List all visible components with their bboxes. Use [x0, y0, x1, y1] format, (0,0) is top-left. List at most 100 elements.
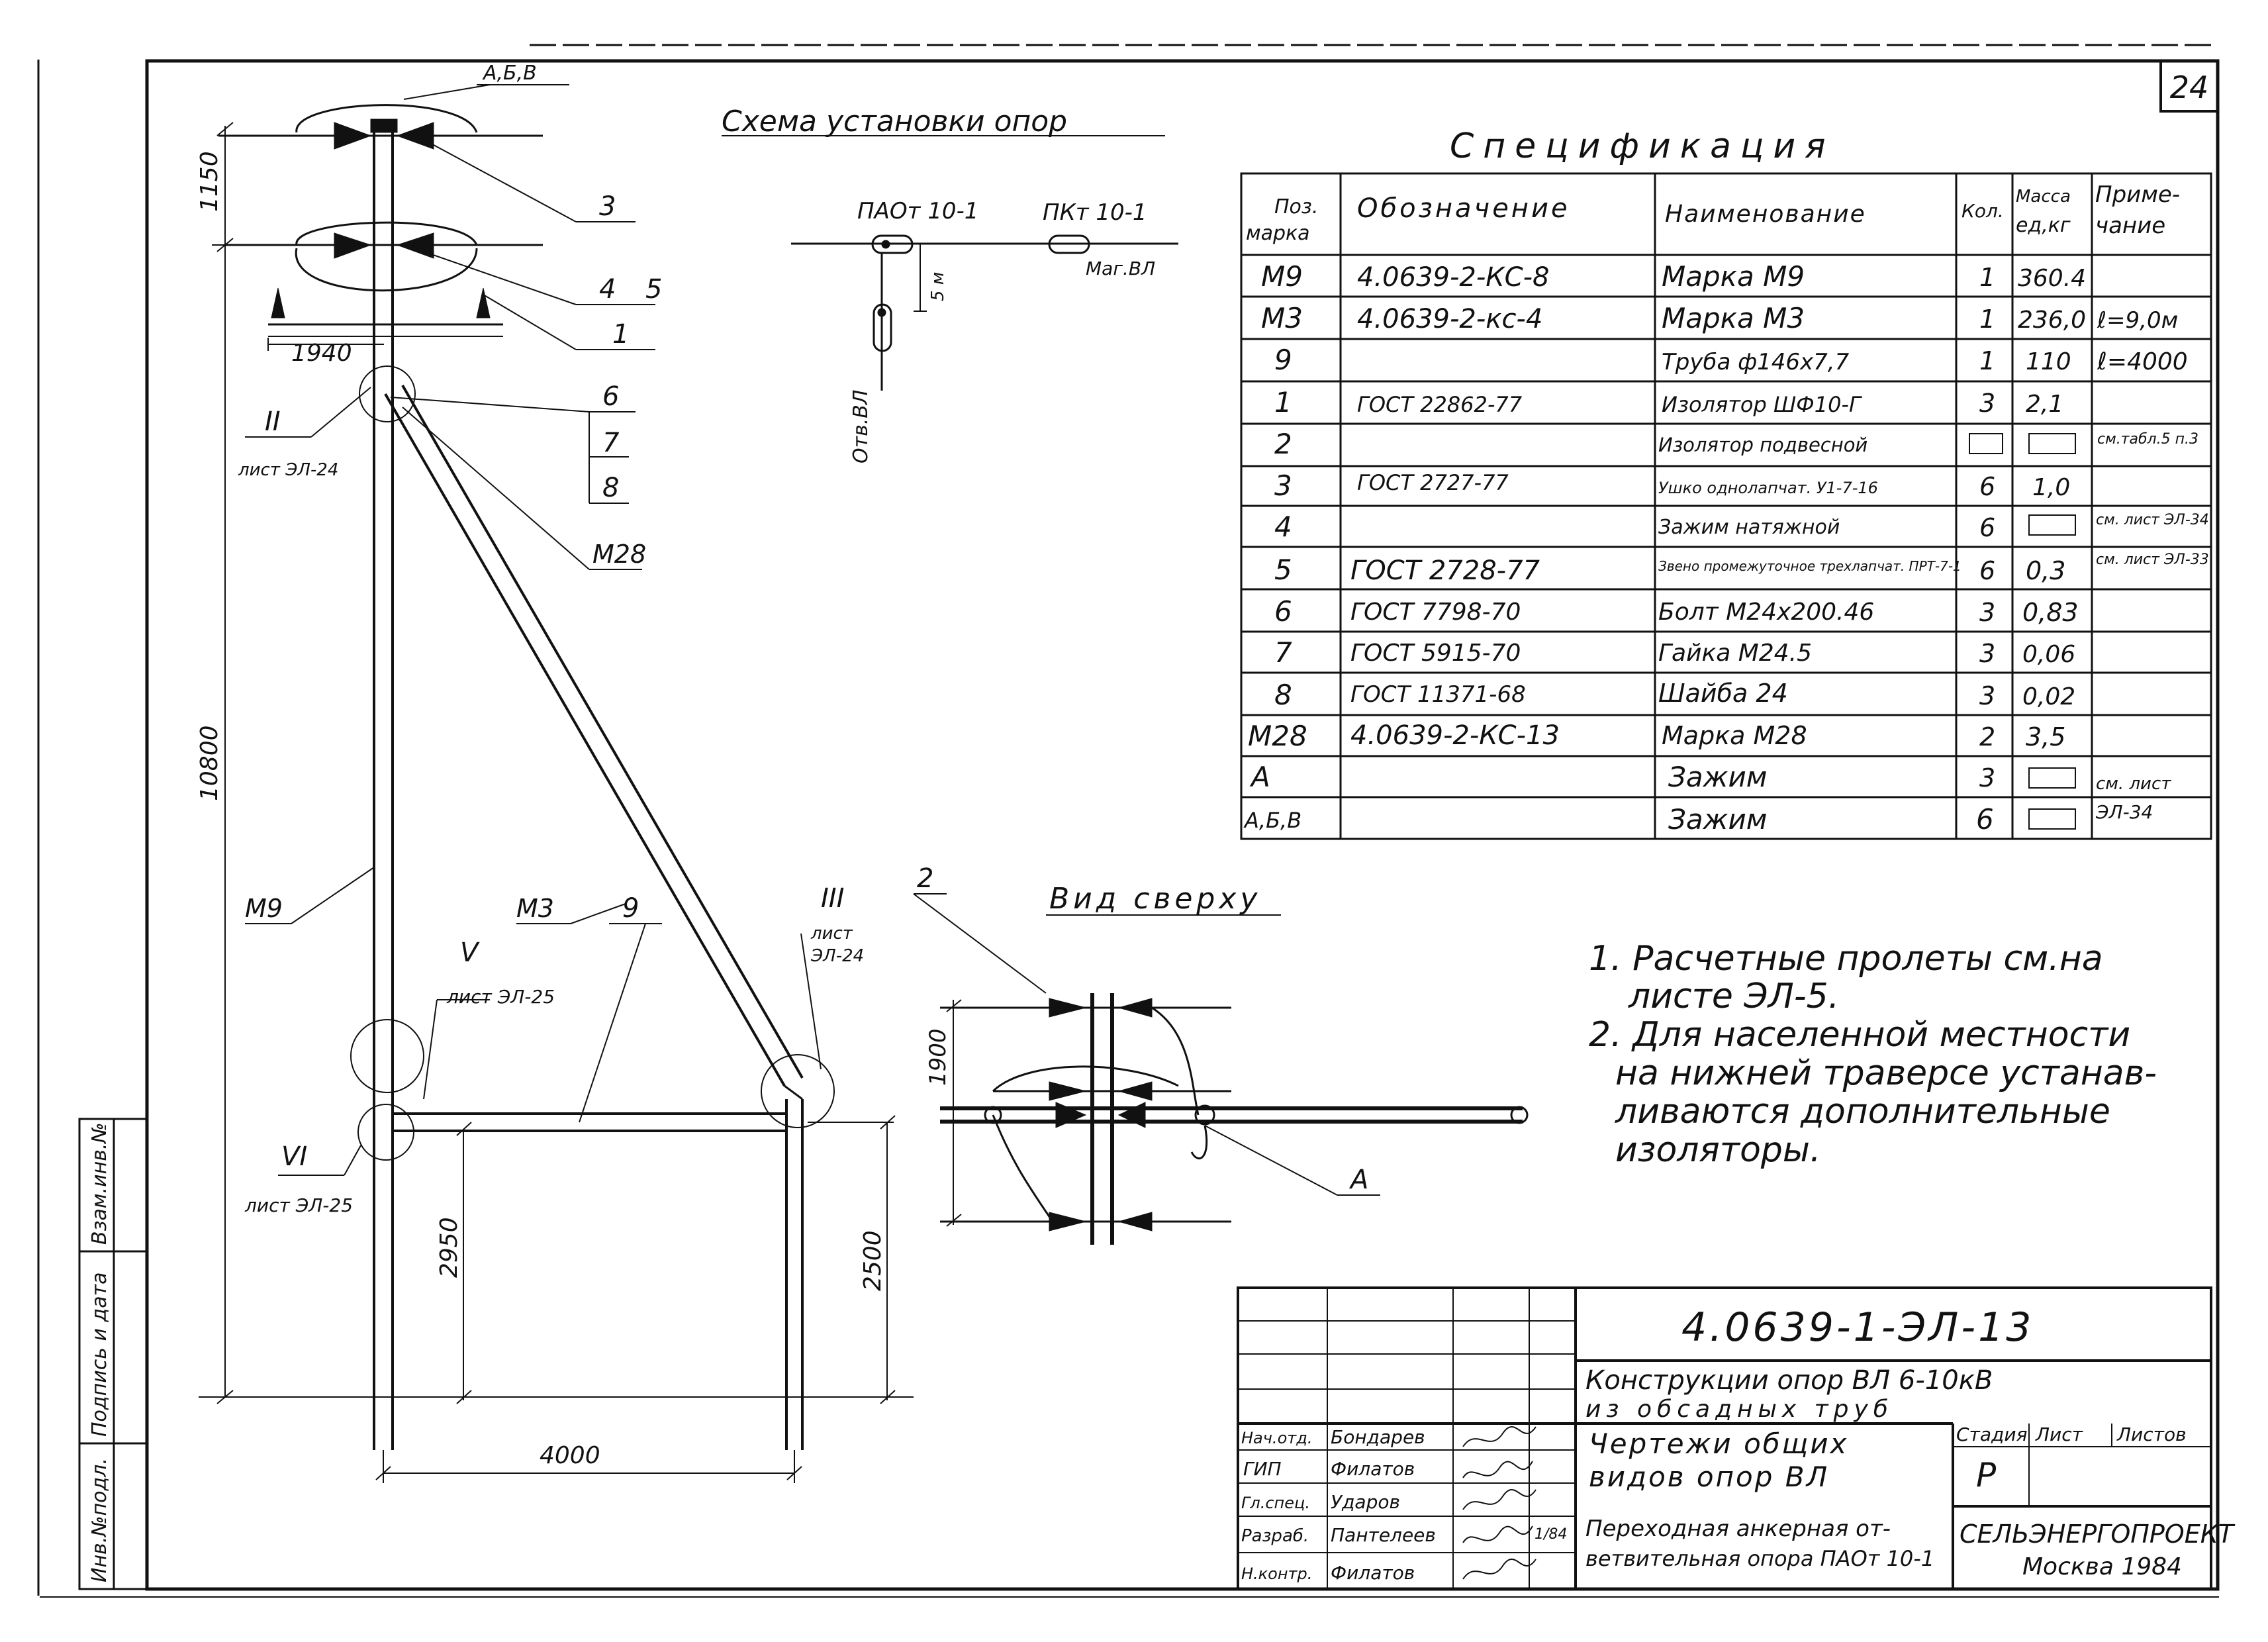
title-org: СЕЛЬЭНЕРГОПРОЕКТ	[1960, 1520, 2236, 1549]
spec-row-mass: 0,06	[2022, 641, 2075, 668]
sheet-frame: 24	[37, 44, 2220, 1598]
spec-row-qty: 3	[1979, 598, 1995, 627]
spec-row-note: см. лист ЭЛ-34	[2096, 512, 2209, 528]
spec-row-note: ЭЛ-34	[2095, 801, 2153, 823]
label-6: 6	[602, 381, 619, 412]
spec-row-des: 4.0639-2-КС-8	[1357, 262, 1550, 293]
spec-row-name: Изолятор ШФ10-Г	[1662, 392, 1862, 417]
spec-h-pos-b: марка	[1246, 222, 1310, 245]
spec-row-pos: 7	[1274, 636, 1292, 669]
spec-row-name: Зажим	[1668, 803, 1767, 836]
spec-row-qty: 3	[1979, 681, 1995, 710]
spec-row-note: см. лист	[2096, 774, 2171, 794]
spec-row-name: Марка М9	[1662, 260, 1805, 293]
scheme-mag-label: Маг.ВЛ	[1086, 258, 1155, 279]
spec-row-des: 4.0639-2-кс-4	[1357, 304, 1542, 334]
title-role: ГИП	[1243, 1458, 1282, 1480]
spec-row-note: ℓ=4000	[2097, 348, 2188, 375]
spec-row-des: ГОСТ 2728-77	[1350, 555, 1540, 586]
plan-label-a: А	[1348, 1165, 1368, 1195]
spec-h-note-a: Приме-	[2095, 181, 2180, 208]
spec-row-des: ГОСТ 22862-77	[1357, 392, 1523, 417]
plan-view: Вид сверху	[913, 863, 1529, 1245]
label-4: 4	[599, 274, 616, 305]
spec-row-des: ГОСТ 7798-70	[1350, 599, 1521, 626]
title-doc-a: Чертежи общих	[1589, 1427, 1848, 1460]
spec-row-mass: 236,0	[2018, 307, 2086, 334]
spec-row-qty: 6	[1979, 472, 1995, 501]
installation-scheme: Схема установки опор ПАОт 10-1 ПКт 10-1 …	[722, 105, 1178, 463]
node-6-label: VI	[281, 1141, 307, 1172]
spec-row-qty: 6	[1979, 513, 1995, 542]
label-1: 1	[612, 319, 629, 350]
spec-row-des: ГОСТ 5915-70	[1350, 640, 1521, 667]
node-3-sheet-a: лист	[810, 924, 853, 943]
spec-row-pos: 4	[1274, 510, 1292, 543]
label-5: 5	[645, 274, 662, 305]
title-list-header: Лист	[2035, 1424, 2083, 1445]
elevation-view: А,Б,В 3 4 5 1 6 7 8 М28 М9 М3 9 1150 194…	[196, 62, 914, 1483]
spec-row-qty: 6	[1979, 556, 1995, 585]
title-person: Филатов	[1331, 1458, 1415, 1480]
title-lists-header: Листов	[2116, 1424, 2187, 1445]
spec-row-mass: 0,3	[2026, 556, 2065, 585]
spec-row-pos: 8	[1274, 679, 1292, 711]
note-line: на нижней траверсе устанав-	[1615, 1053, 2157, 1093]
spec-row-qty: 6	[1976, 803, 1994, 836]
spec-row-qty: 3	[1979, 389, 1995, 418]
sheet-number: 24	[2170, 70, 2209, 105]
notes: 1. Расчетные пролеты см.на листе ЭЛ-5. 2…	[1589, 939, 2157, 1170]
spec-row-name: Зажим натяжной	[1658, 516, 1840, 539]
node-5-label: V	[460, 938, 480, 968]
label-9: 9	[622, 893, 639, 924]
note-line: 1. Расчетные пролеты см.на	[1589, 939, 2103, 979]
title-sheet-b: ветвительная опора ПАОт 10-1	[1585, 1546, 1934, 1571]
side-stamp: Инв.№подл. Подпись и дата Взам.инв.№	[78, 1118, 148, 1590]
spec-row-name: Звено промежуточное трехлапчат. ПРТ-7-1	[1658, 558, 1961, 574]
spec-row-qty: 3	[1979, 763, 1995, 793]
dim-2950: 2950	[436, 1217, 463, 1278]
spec-row-name: Марка М28	[1662, 721, 1807, 750]
spec-row-name: Ушко однолапчат. У1-7-16	[1658, 479, 1878, 497]
side-stamp-inv: Инв.№подл.	[88, 1458, 111, 1582]
spec-row-pos: 1	[1274, 386, 1292, 418]
spec-row-des: ГОСТ 2727-77	[1357, 470, 1509, 495]
spec-row-pos: 5	[1274, 554, 1292, 586]
spec-row-mass: 2,1	[2026, 391, 2063, 418]
spec-row-note: ℓ=9,0м	[2097, 307, 2178, 334]
spec-h-name: Наименование	[1665, 201, 1866, 228]
title-doc-b: видов опор ВЛ	[1589, 1461, 1829, 1493]
spec-row-mass: 110	[2026, 348, 2071, 375]
title-person: Ударов	[1331, 1491, 1400, 1513]
label-7: 7	[602, 428, 620, 458]
dim-2500: 2500	[859, 1230, 886, 1291]
title-role: Гл.спец.	[1241, 1494, 1310, 1512]
node-6-sheet: лист ЭЛ-25	[244, 1194, 353, 1216]
spec-row-name: Труба ф146х7,7	[1662, 349, 1850, 375]
title-role: Разраб.	[1241, 1526, 1309, 1546]
plan-dim-1900: 1900	[925, 1028, 951, 1086]
title-person: Бондарев	[1331, 1426, 1425, 1448]
dim-4000: 4000	[540, 1442, 600, 1469]
title-code: 4.0639-1-ЭЛ-13	[1681, 1304, 2034, 1351]
spec-h-mass-a: Масса	[2016, 187, 2071, 207]
plan-title: Вид сверху	[1049, 882, 1261, 916]
side-stamp-replace: Взам.инв.№	[88, 1122, 111, 1245]
spec-row-pos: М28	[1248, 720, 1307, 752]
spec-h-pos-a: Поз.	[1274, 195, 1318, 218]
title-role: Нач.отд.	[1241, 1429, 1312, 1447]
spec-row-name: Гайка М24.5	[1658, 640, 1812, 667]
title-project-b: из обсадных труб	[1585, 1396, 1893, 1423]
spec-row-mass: 1,0	[2032, 474, 2070, 501]
node-3-label: III	[821, 883, 844, 914]
spec-h-qty: Кол.	[1961, 200, 2004, 222]
spec-row-qty: 1	[1979, 305, 1995, 334]
scheme-otv-label: Отв.ВЛ	[849, 390, 873, 463]
spec-row-qty: 1	[1979, 346, 1995, 375]
plan-label-2: 2	[917, 863, 933, 894]
spec-row-mass: 0,02	[2022, 683, 2075, 710]
spec-row-pos: 2	[1274, 428, 1292, 460]
title-sheet-a: Переходная анкерная от-	[1585, 1516, 1891, 1542]
spec-row-pos: М9	[1261, 260, 1303, 293]
